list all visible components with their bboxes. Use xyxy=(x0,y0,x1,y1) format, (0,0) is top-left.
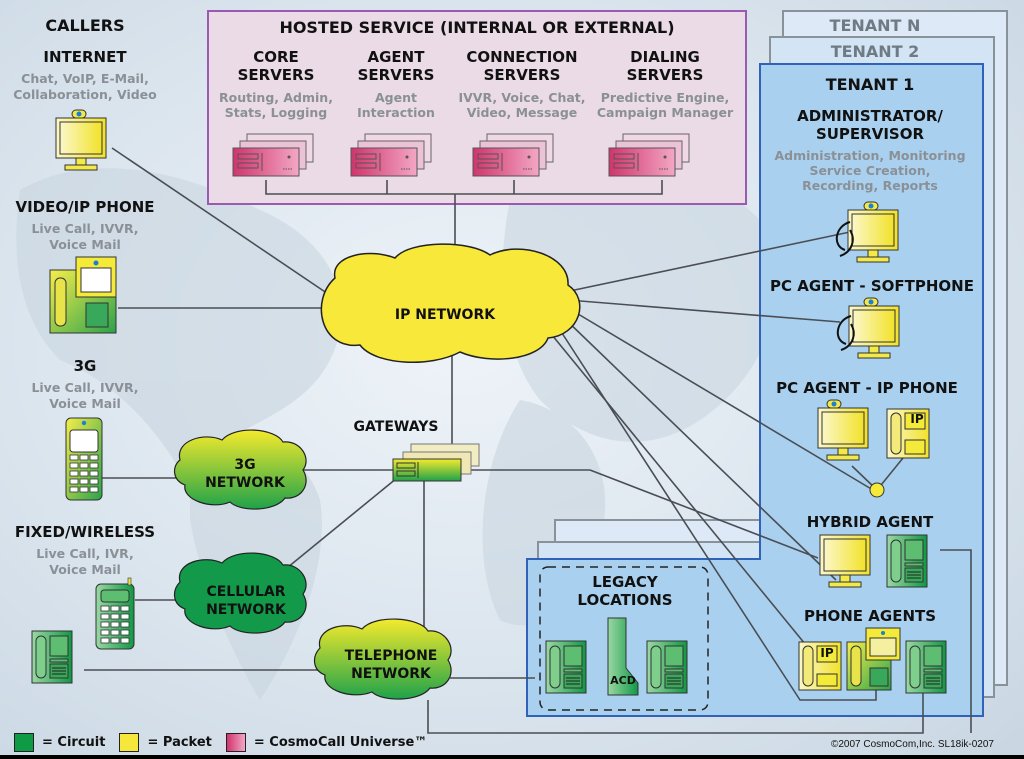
core-servers-desc-2: Stats, Logging xyxy=(224,105,328,120)
internet-computer-icon xyxy=(55,109,107,171)
fixed-phone-icon xyxy=(31,630,73,684)
legacy-label-1: LEGACY xyxy=(592,573,658,591)
internet-label: INTERNET xyxy=(43,48,127,66)
3g-network-label-2: NETWORK xyxy=(205,475,285,491)
copyright: ©2007 CosmoCom,Inc. SL18ik-0207 xyxy=(830,739,994,750)
tenant-1-label: TENANT 1 xyxy=(825,75,915,94)
video-ip-phone-label: VIDEO/IP PHONE xyxy=(15,198,155,216)
admin-computer-headset-icon xyxy=(835,201,899,263)
admin-sub-2: Service Creation, xyxy=(809,163,931,178)
core-servers-name-1: CORE xyxy=(253,48,299,66)
video-ip-phone-sub-2: Voice Mail xyxy=(49,237,121,252)
telephone-network-cloud xyxy=(314,618,452,700)
hybrid-agent-label: HYBRID AGENT xyxy=(806,513,934,531)
legacy-phone-1-icon xyxy=(545,640,587,694)
legacy-phone-2-icon xyxy=(646,640,688,694)
acd-icon xyxy=(607,617,639,696)
tenant-n-label: TENANT N xyxy=(829,16,921,35)
3g-sub-2: Voice Mail xyxy=(49,396,121,411)
3g-phone-icon xyxy=(65,417,103,501)
dialing-servers-name-2: SERVERS xyxy=(626,66,704,84)
fixed-wireless-sub-1: Live Call, IVR, xyxy=(36,546,134,561)
hosted-service-title: HOSTED SERVICE (INTERNAL OR EXTERNAL) xyxy=(279,18,675,37)
pc-softphone-label: PC AGENT - SOFTPHONE xyxy=(770,277,974,295)
3g-label: 3G xyxy=(73,357,97,375)
agent-servers-desc-1: Agent xyxy=(375,90,417,105)
admin-sub-1: Administration, Monitoring xyxy=(774,148,966,163)
dialing-servers-desc-1: Predictive Engine, xyxy=(600,90,730,105)
cellular-network-label-2: NETWORK xyxy=(206,602,286,618)
legend-circuit: = Circuit xyxy=(42,735,106,750)
3g-network-cloud xyxy=(174,429,307,510)
video-ip-phone-icon xyxy=(49,256,117,334)
tenant-2-label: TENANT 2 xyxy=(830,42,920,61)
admin-label-1: ADMINISTRATOR/ xyxy=(797,107,943,125)
connection-servers-desc-1: IVVR, Voice, Chat, xyxy=(458,90,586,105)
acd-label: ACD xyxy=(610,674,636,687)
legend-packet: = Packet xyxy=(147,735,212,750)
circuit-swatch xyxy=(14,733,34,752)
phone-agent-desk-phone-icon xyxy=(905,640,947,694)
legacy-label-2: LOCATIONS xyxy=(577,591,673,609)
core-servers-desc-1: Routing, Admin, xyxy=(219,90,333,105)
dialing-servers-name-1: DIALING xyxy=(630,48,700,66)
hybrid-phone-icon xyxy=(886,534,928,588)
packet-swatch xyxy=(119,733,140,752)
connection-servers-desc-2: Video, Message xyxy=(466,105,578,120)
cellular-network-cloud xyxy=(174,552,307,634)
gateway-server-icon xyxy=(392,443,480,482)
agent-servers-name-2: SERVERS xyxy=(357,66,435,84)
bottom-border xyxy=(0,755,1024,759)
fixed-wireless-label: FIXED/WIRELESS xyxy=(14,523,156,541)
3g-sub-1: Live Call, IVVR, xyxy=(31,380,139,395)
connection-servers-name-2: SERVERS xyxy=(483,66,561,84)
ip-network-cloud xyxy=(320,243,581,363)
connection-lines xyxy=(84,147,972,734)
legend: = Circuit = Packet = CosmoCall Universe™ xyxy=(14,733,427,752)
fixed-wireless-sub-2: Voice Mail xyxy=(49,562,121,577)
softphone-computer-headset-icon xyxy=(836,297,900,359)
callers-title: CALLERS xyxy=(45,16,125,35)
dialing-servers-desc-2: Campaign Manager xyxy=(596,105,734,120)
ip-phone-icon xyxy=(886,408,930,459)
cellular-network-label-1: CELLULAR xyxy=(206,584,286,600)
agent-servers-desc-2: Interaction xyxy=(357,105,435,120)
3g-network-label-1: 3G xyxy=(234,457,256,473)
agent-servers-name-1: AGENT xyxy=(367,48,425,66)
phone-agents-label: PHONE AGENTS xyxy=(803,607,937,625)
gateways-label: GATEWAYS xyxy=(353,419,439,435)
ip-junction-node xyxy=(869,482,885,498)
cosmo-swatch xyxy=(225,733,246,752)
internet-sub-2: Collaboration, Video xyxy=(13,87,157,102)
ip-network-label: IP NETWORK xyxy=(394,307,496,323)
connection-servers-name-1: CONNECTION xyxy=(466,48,578,66)
ip-badge-label: IP xyxy=(910,412,924,426)
admin-sub-3: Recording, Reports xyxy=(802,178,938,193)
telephone-network-label-2: NETWORK xyxy=(351,666,431,682)
telephone-network-label-1: TELEPHONE xyxy=(344,648,438,664)
phone-agent-video-phone-icon xyxy=(846,627,901,691)
core-servers-name-2: SERVERS xyxy=(237,66,315,84)
internet-sub-1: Chat, VoIP, E-Mail, xyxy=(21,71,149,86)
cellular-phone-icon xyxy=(95,577,135,650)
video-ip-phone-sub-1: Live Call, IVVR, xyxy=(31,221,139,236)
admin-label-2: SUPERVISOR xyxy=(815,125,925,143)
phone-agent-ip-badge: IP xyxy=(820,646,834,660)
legend-cosmo: = CosmoCall Universe™ xyxy=(253,735,428,750)
phone-agent-ip-phone-icon xyxy=(798,641,842,691)
pc-ipphone-label: PC AGENT - IP PHONE xyxy=(776,379,958,397)
